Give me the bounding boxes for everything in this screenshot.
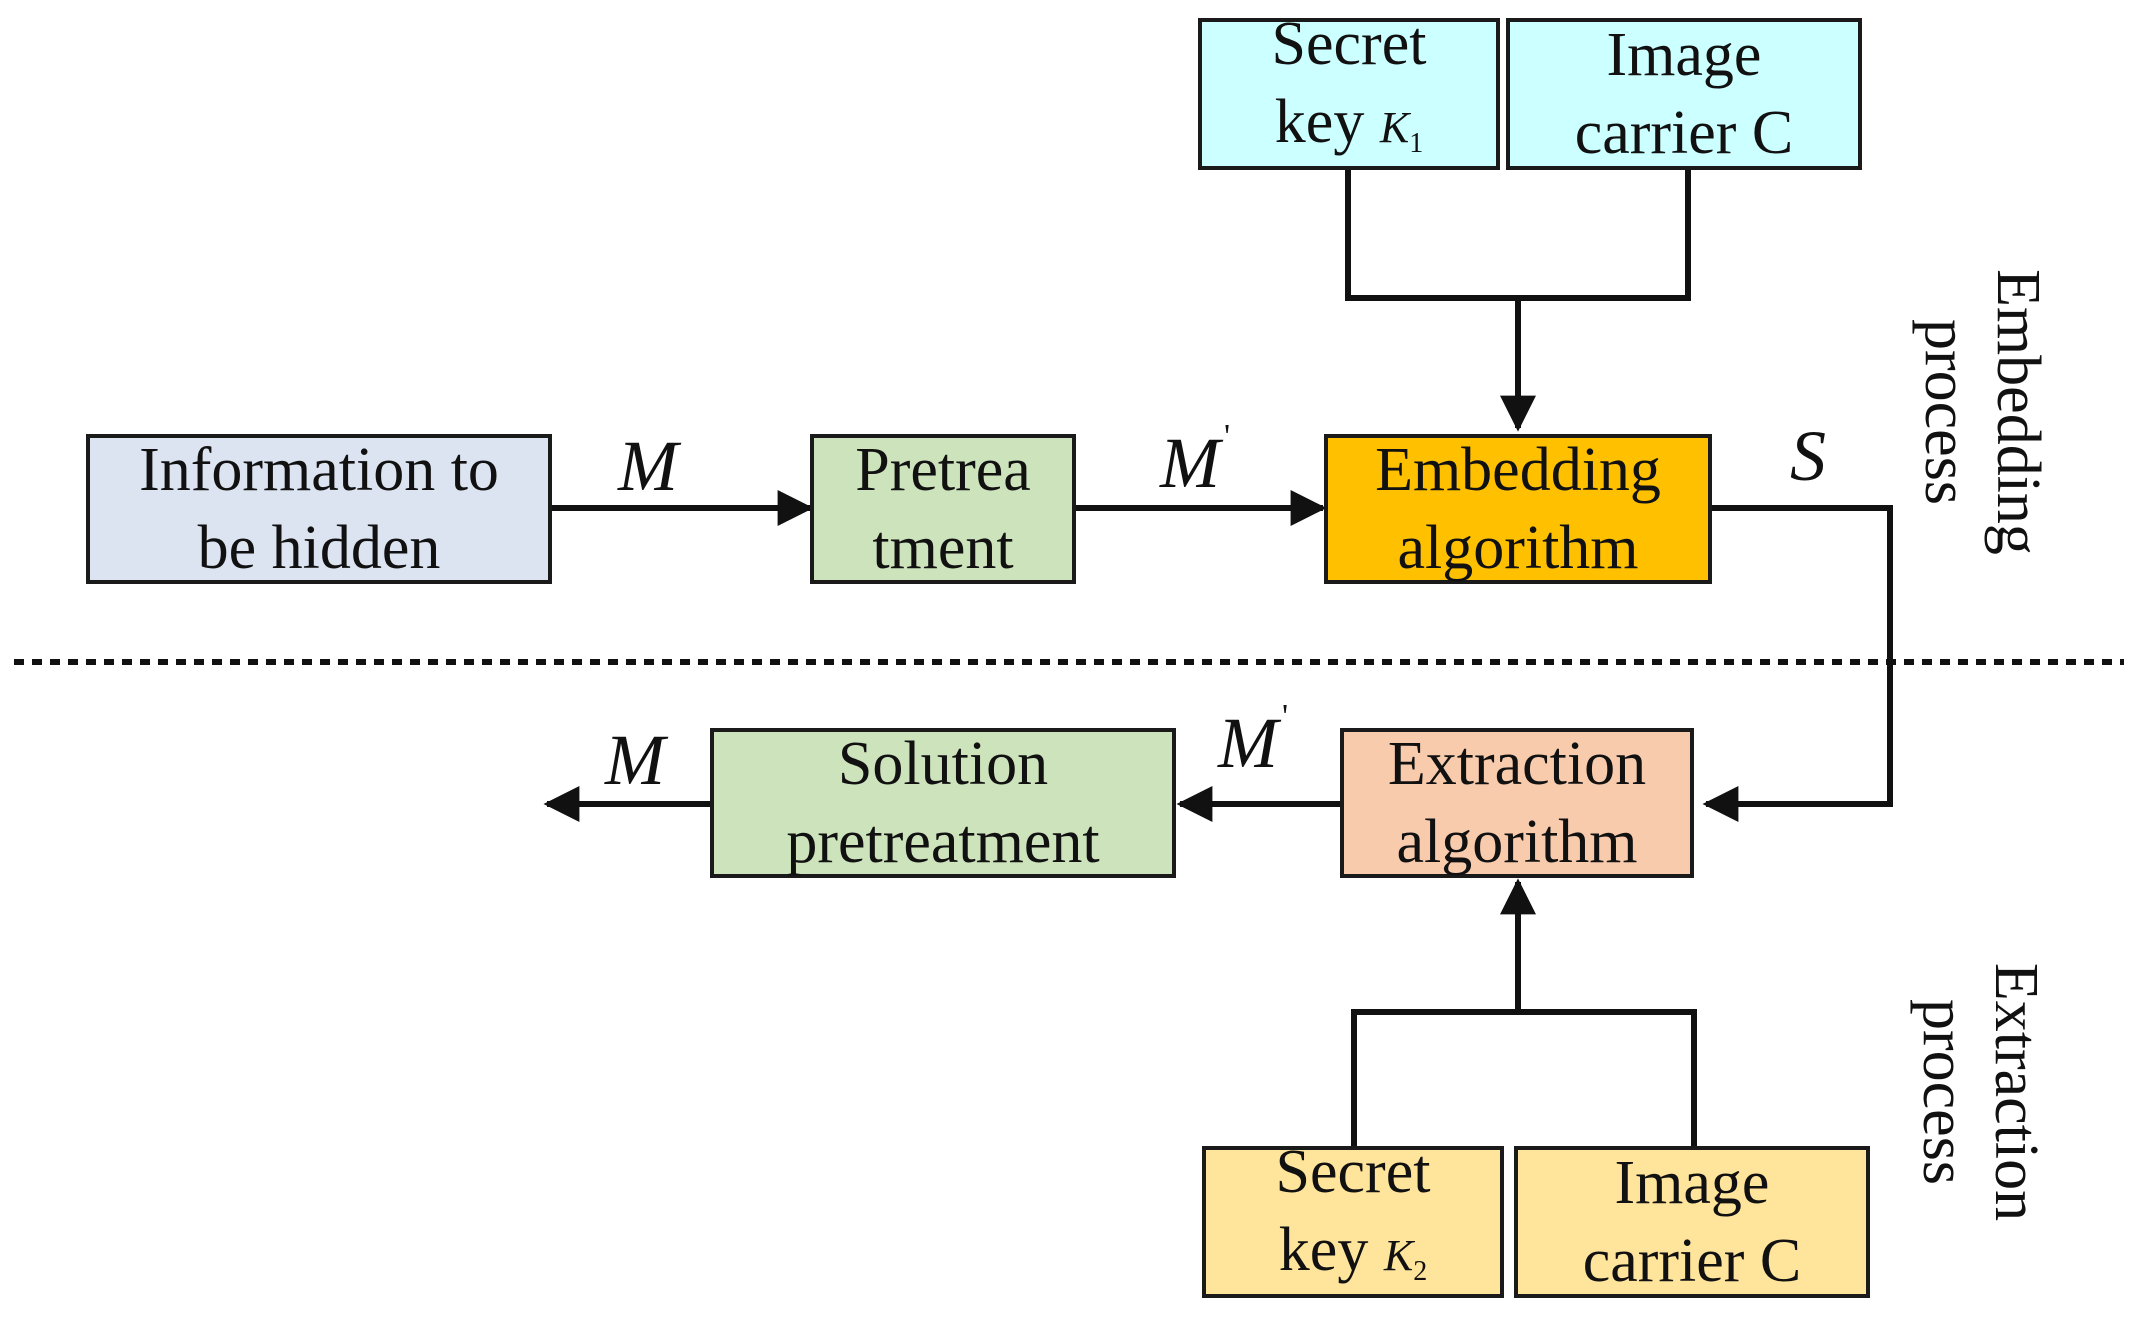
secret-key-1-line2: key K1	[1275, 83, 1423, 183]
embedding-algorithm-line2: algorithm	[1397, 514, 1639, 582]
image-carrier-2-line1: Image	[1614, 1149, 1770, 1217]
embedding-process-line1: Embedding	[1984, 269, 2052, 555]
k1-subscript: 1	[1409, 127, 1424, 159]
embedding-algorithm-line1: Embedding	[1375, 436, 1661, 504]
secret-key-2-box: Secret key K2	[1202, 1138, 1504, 1298]
information-line1: Information to	[139, 436, 499, 504]
label-m-output: M	[605, 720, 665, 800]
image-carrier-1-box: Image carrier C	[1506, 18, 1862, 170]
image-carrier-2-line2: carrier C	[1582, 1227, 1802, 1295]
extraction-process-line2: process	[1910, 999, 1978, 1185]
extraction-algorithm-box: Extraction algorithm	[1340, 728, 1694, 878]
information-line2: be hidden	[197, 514, 441, 582]
label-m-prime-extract-mark: '	[1281, 698, 1289, 735]
pretreatment-line1: Pretrea	[855, 436, 1031, 504]
information-box: Information to be hidden	[86, 434, 552, 584]
label-m-prime-embed-mark: '	[1223, 418, 1231, 455]
secret-key-1-symbol: K1	[1379, 103, 1423, 159]
secret-key-1-word: key	[1274, 88, 1365, 157]
key2-connector	[1351, 1009, 1518, 1148]
embedding-process-line2: process	[1912, 319, 1980, 505]
extraction-process-label: Extraction process	[1908, 942, 2052, 1242]
secret-key-2-symbol: K2	[1383, 1231, 1427, 1287]
label-m-input: M	[618, 426, 678, 506]
arrow-s-to-extraction	[1702, 505, 1893, 822]
embedding-process-label: Embedding process	[1910, 252, 2054, 572]
label-m-prime-extract-letter: M	[1218, 703, 1278, 783]
image-carrier-2-box: Image carrier C	[1514, 1146, 1870, 1298]
k2-letter: K	[1383, 1231, 1414, 1281]
image-carrier-1-line1: Image	[1606, 21, 1762, 89]
solution-pretreatment-box: Solution pretreatment	[710, 728, 1176, 878]
embedding-algorithm-box: Embedding algorithm	[1324, 434, 1712, 584]
carrier2-connector	[1518, 1009, 1697, 1148]
k2-subscript: 2	[1413, 1255, 1428, 1287]
carrier1-connector	[1518, 168, 1691, 301]
secret-key-1-line1: Secret	[1271, 10, 1427, 79]
label-m-prime-embed: M'	[1160, 418, 1231, 500]
secret-key-2-word: key	[1278, 1216, 1369, 1285]
key1-connector	[1345, 168, 1518, 301]
k1-letter: K	[1379, 103, 1410, 153]
label-m-prime-extract: M'	[1218, 698, 1289, 780]
extraction-process-line1: Extraction	[1982, 962, 2050, 1222]
secret-key-2-line1: Secret	[1275, 1138, 1431, 1207]
extraction-algorithm-line2: algorithm	[1396, 808, 1638, 876]
solution-line2: pretreatment	[786, 808, 1100, 876]
solution-line1: Solution	[837, 730, 1049, 798]
image-carrier-1-line2: carrier C	[1574, 99, 1794, 167]
label-m-prime-embed-letter: M	[1160, 423, 1220, 503]
secret-key-1-box: Secret key K1	[1198, 10, 1500, 170]
pretreatment-box: Pretrea tment	[810, 434, 1076, 584]
secret-key-2-line2: key K2	[1279, 1211, 1427, 1311]
extraction-algorithm-line1: Extraction	[1387, 730, 1647, 798]
label-s: S	[1790, 416, 1826, 496]
pretreatment-line2: tment	[872, 514, 1014, 582]
